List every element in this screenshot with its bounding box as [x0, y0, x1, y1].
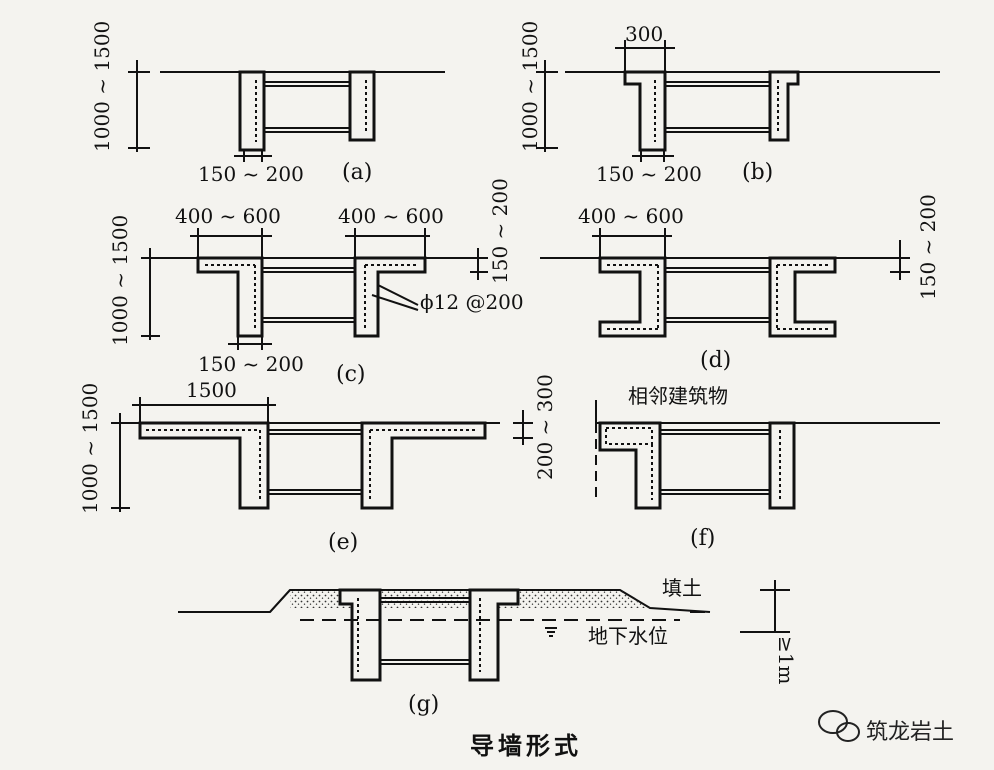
panel-g-height-label: ≥1m — [774, 636, 798, 685]
figure-title: 导墙形式 — [470, 732, 582, 760]
panel-b-thickness-label: 150 ~ 200 — [596, 162, 702, 186]
panel-f-adjacent-building-label: 相邻建筑物 — [628, 384, 728, 408]
panel-c-rebar-label: ϕ12 @200 — [420, 290, 524, 314]
panel-d-flange-label: 400 ~ 600 — [578, 204, 684, 228]
wechat-icon — [818, 710, 860, 742]
panel-c-thickness-label: 150 ~ 200 — [198, 352, 304, 376]
panel-b-width-label: 300 — [625, 22, 664, 46]
panel-a-caption: (a) — [342, 160, 373, 185]
panel-c-flange-right-label: 400 ~ 600 — [338, 204, 444, 228]
panel-c-depth-label: 1000 ~ 1500 — [108, 214, 132, 346]
panel-c-caption: (c) — [336, 362, 366, 387]
panel-g-caption: (g) — [408, 692, 440, 717]
panel-c-flange-left-label: 400 ~ 600 — [175, 204, 281, 228]
panel-e-flange-thickness-label: 200 ~ 300 — [533, 374, 557, 480]
panel-a — [128, 60, 445, 162]
panel-d — [540, 228, 910, 338]
panel-g-fill-label: 填土 — [662, 576, 702, 600]
panel-e-flange-label: 1500 — [186, 378, 237, 402]
panel-a-depth-label: 1000 ~ 1500 — [90, 20, 114, 152]
panel-b-caption: (b) — [742, 160, 774, 185]
panel-g-water-table-label: 地下水位 — [588, 624, 668, 648]
panel-d-flange-thickness-label: 150 ~ 200 — [916, 194, 940, 300]
panel-b-depth-label: 1000 ~ 1500 — [518, 20, 542, 152]
panel-e — [111, 397, 533, 512]
panel-c-flange-thickness-label: 150 ~ 200 — [488, 178, 512, 284]
panel-c — [141, 228, 488, 350]
panel-e-depth-label: 1000 ~ 1500 — [78, 382, 102, 514]
panel-b — [536, 40, 940, 162]
panel-f — [595, 400, 940, 510]
panel-f-caption: (f) — [690, 526, 716, 551]
panel-e-caption: (e) — [328, 530, 359, 555]
panel-d-caption: (d) — [700, 348, 732, 373]
watermark-text: 筑龙岩土 — [866, 720, 955, 745]
panel-a-thickness-label: 150 ~ 200 — [198, 162, 304, 186]
panel-g — [178, 580, 790, 682]
